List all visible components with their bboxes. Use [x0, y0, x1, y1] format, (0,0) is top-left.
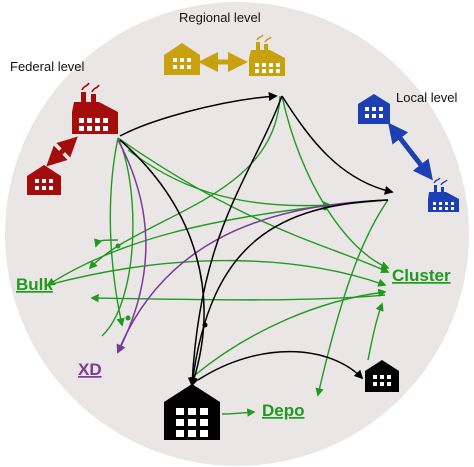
edge-black: [119, 139, 205, 387]
xd-label: XD: [78, 360, 102, 379]
edge-green: [127, 149, 332, 210]
warehouse-icon: [358, 94, 390, 124]
federal-link-arrow: [46, 136, 78, 167]
junction-dot: [115, 243, 121, 249]
edge-green: [109, 137, 125, 327]
edge-green: [367, 302, 384, 361]
black-edges: [119, 92, 394, 387]
local-link-arrow: [388, 122, 433, 181]
warehouse-icon: [164, 43, 200, 75]
edge-green: [94, 238, 119, 248]
edge-green: [221, 408, 256, 417]
local-level-label: Local level: [396, 90, 458, 105]
factory-icon: [72, 82, 118, 134]
edge-green: [117, 137, 390, 273]
warehouse-icon: [164, 384, 220, 440]
factory-icon: [249, 34, 285, 76]
edge-green: [315, 199, 389, 397]
warehouse-icon: [27, 165, 61, 195]
edge-green: [47, 259, 387, 287]
edge-green: [90, 293, 386, 303]
edge-purple: [116, 199, 389, 354]
federal-level-label: Federal level: [10, 59, 85, 74]
warehouse-icon: [365, 360, 399, 392]
junction-dot: [125, 315, 131, 321]
edge-black: [197, 350, 364, 381]
junction-dot: [202, 322, 208, 328]
depo-label: Depo: [262, 401, 305, 420]
edge-black: [187, 95, 283, 387]
cluster-label: Cluster: [392, 266, 451, 285]
factory-icon: [428, 177, 459, 212]
bulk-label: Bulk: [16, 275, 53, 294]
edge-green: [194, 288, 387, 376]
edge-black: [281, 95, 394, 195]
edge-black: [119, 92, 278, 137]
regional-level-label: Regional level: [179, 10, 261, 25]
edge-green: [101, 137, 134, 337]
edge-green: [88, 95, 281, 270]
edge-purple: [117, 139, 147, 354]
purple-edges: [116, 139, 389, 354]
edge-black: [188, 199, 389, 387]
